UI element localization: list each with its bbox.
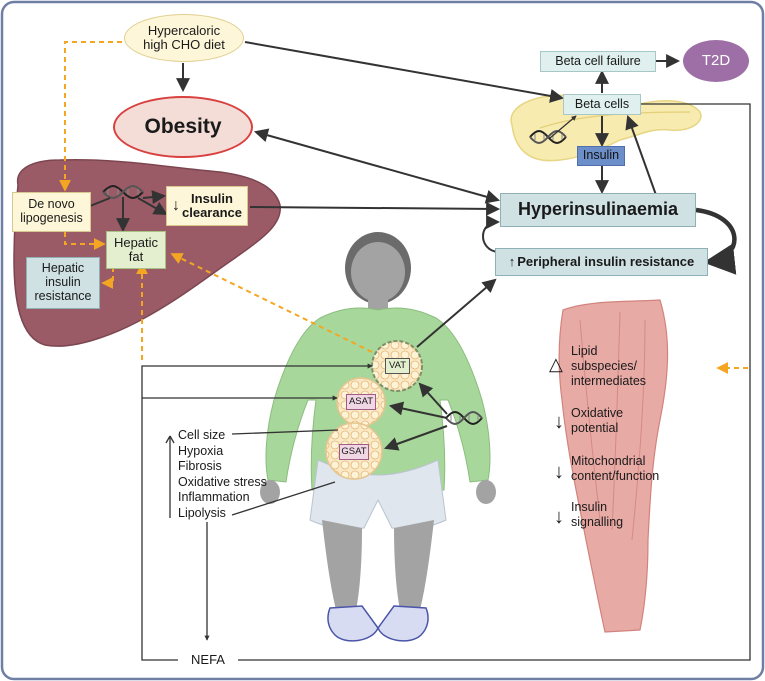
dna-icon	[102, 185, 144, 199]
adipose-change-item: Fibrosis	[178, 459, 222, 473]
asat-label: ASAT	[346, 394, 376, 410]
beta-cells-box: Beta cells	[563, 94, 641, 115]
nefa-label: NEFA	[178, 650, 238, 670]
down-arrow-icon: ↓	[172, 197, 180, 215]
t2d-node: T2D	[683, 40, 749, 82]
insulin-clearance-box: ↓Insulin clearance	[166, 186, 248, 226]
adipose-change-item: Inflammation	[178, 490, 250, 504]
muscle-change-text: Lipid subspecies/ intermediates	[571, 344, 647, 388]
muscle-change-symbol: ↓	[554, 411, 564, 433]
hyperinsulinaemia-box: Hyperinsulinaemia	[500, 193, 696, 227]
adipose-change-item: Lipolysis	[178, 505, 226, 520]
insulin-clearance-label: Insulin clearance	[182, 190, 242, 220]
adipose-change-item: Cell size	[178, 428, 226, 442]
dna-icon	[445, 411, 483, 425]
arrows	[89, 41, 737, 451]
pancreas	[510, 94, 702, 162]
nefa-lines	[141, 101, 751, 661]
muscle-change-text: Mitochondrial content/function	[571, 454, 660, 483]
beta-cell-failure-box: Beta cell failure	[540, 51, 656, 72]
muscle-change-symbol: ↓	[554, 506, 564, 528]
de-novo-lipogenesis-box: De novo lipogenesis	[12, 192, 91, 232]
muscle-change-symbol: △	[549, 354, 563, 374]
dashed-arrows	[59, 41, 748, 374]
muscle-change-symbol: ↓	[554, 461, 564, 483]
diet-node: Hypercaloric high CHO diet	[124, 14, 244, 62]
hepatic-insulin-resistance-box: Hepatic insulin resistance	[26, 257, 100, 309]
adipose-change-item: Hypoxia	[178, 443, 224, 458]
muscle-change-text: Insulin signalling	[571, 500, 624, 529]
obesity-node: Obesity	[113, 96, 253, 158]
adipose-changes-list: Cell size Hypoxia Fibrosis Oxidative str…	[178, 428, 267, 521]
adipose-change-item: Oxidative stress	[178, 474, 267, 489]
peripheral-insulin-resistance-box: ↑Peripheral insulin resistance	[495, 248, 708, 276]
thin-lines	[165, 429, 339, 518]
vat-label: VAT	[385, 358, 410, 374]
muscle-change-text: Oxidative potential	[571, 406, 624, 435]
dna-icon	[529, 130, 567, 144]
insulin-box: Insulin	[577, 146, 625, 166]
hepatic-fat-box: Hepatic fat	[106, 231, 166, 269]
up-arrow-icon: ↑	[508, 253, 516, 269]
gsat-label: GSAT	[339, 444, 369, 460]
leg-muscle	[558, 299, 669, 633]
peripheral-ir-label: Peripheral insulin resistance	[517, 253, 695, 269]
